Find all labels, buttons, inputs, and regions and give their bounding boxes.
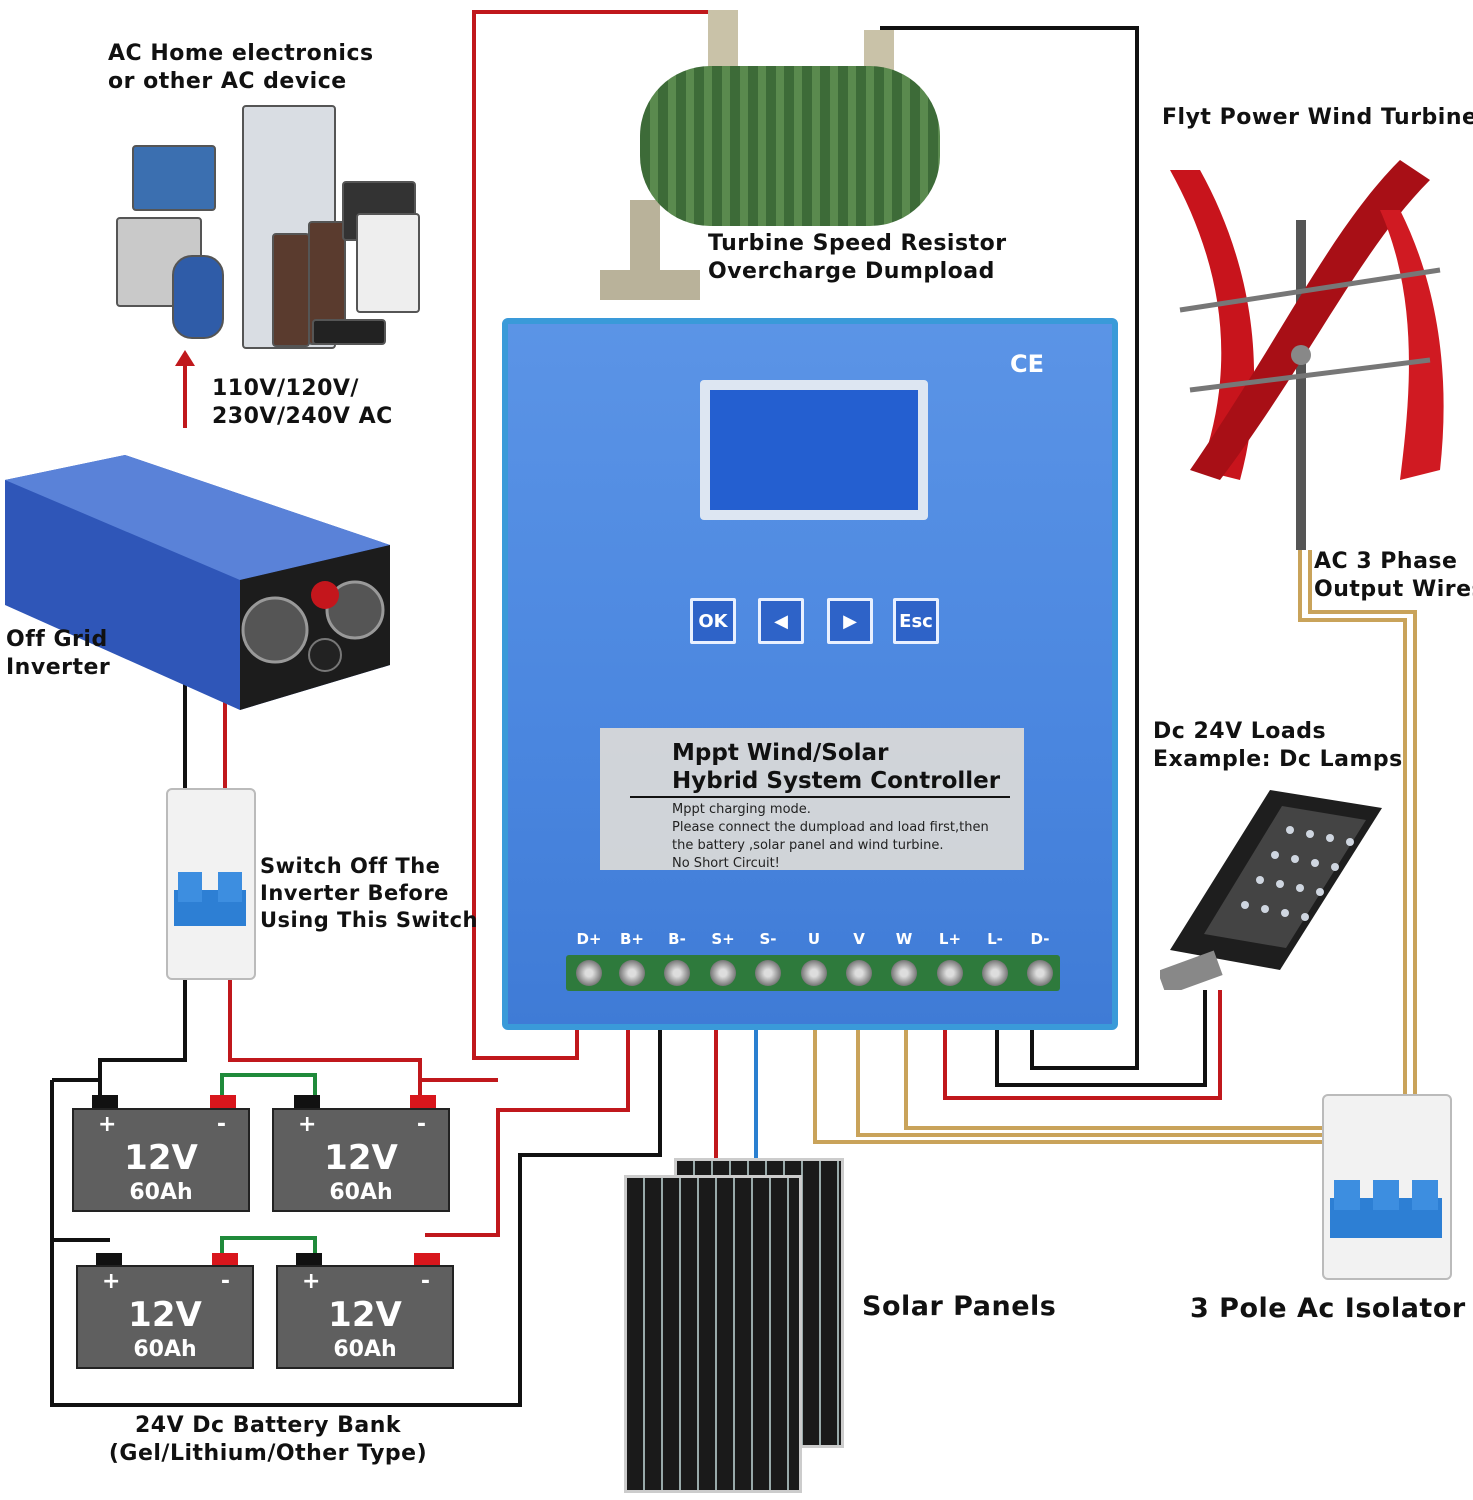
terminal-label-load-neg: L- — [987, 930, 1003, 948]
breaker-toggle[interactable] — [218, 872, 242, 902]
battery-3: + - 12V 60Ah — [76, 1265, 254, 1369]
ac-devices-label: AC Home electronics or other AC device — [108, 41, 374, 94]
battery-capacity: 60Ah — [329, 1180, 393, 1205]
terminal-screw[interactable] — [1027, 960, 1053, 986]
battery-voltage: 12V — [328, 1295, 402, 1335]
resistor-terminal-left — [708, 10, 738, 70]
dump-load-label: Turbine Speed Resistor Overcharge Dumplo… — [708, 231, 1007, 284]
dump-load-resistor — [640, 66, 940, 226]
battery-2: + - 12V 60Ah — [272, 1108, 450, 1212]
vacuum-cleaner-icon — [172, 255, 224, 339]
speaker-icon — [272, 233, 310, 347]
dc-loads-label: Dc 24V Loads Example: Dc Lamps — [1153, 719, 1403, 772]
isolator-label: 3 Pole Ac Isolator — [1190, 1293, 1466, 1324]
terminal-screw[interactable] — [755, 960, 781, 986]
right-button[interactable]: ▶ — [827, 598, 873, 644]
battery-4: + - 12V 60Ah — [276, 1265, 454, 1369]
tv-icon — [132, 145, 216, 211]
terminal-label-dump-neg: D- — [1030, 930, 1050, 948]
terminal-knob-icon — [311, 581, 339, 609]
terminal-label-v: V — [853, 930, 865, 948]
isolator-toggle[interactable] — [1373, 1180, 1399, 1210]
plate-note: Please connect the dumpload and load fir… — [672, 820, 989, 835]
solar-panel — [624, 1175, 802, 1493]
battery-bank-label: 24V Dc Battery Bank (Gel/Lithium/Other T… — [108, 1413, 428, 1466]
terminal-screw[interactable] — [891, 960, 917, 986]
power-switch-icon — [308, 638, 342, 672]
terminal-label-dump-pos: D+ — [576, 930, 602, 948]
battery-voltage: 12V — [124, 1138, 198, 1178]
three-pole-isolator[interactable] — [1322, 1094, 1452, 1280]
terminal-label-w: W — [895, 930, 913, 948]
wind-turbine-label: Flyt Power Wind Turbine — [1162, 105, 1473, 130]
terminal-screw[interactable] — [664, 960, 690, 986]
plate-note: Mppt charging mode. — [672, 802, 811, 817]
terminal-screw[interactable] — [619, 960, 645, 986]
off-grid-inverter — [5, 455, 390, 710]
controller-label-plate — [600, 728, 1024, 870]
terminal-screw[interactable] — [801, 960, 827, 986]
esc-button[interactable]: Esc — [893, 598, 939, 644]
dc-breaker-switch[interactable] — [166, 788, 256, 980]
solar-panels-label: Solar Panels — [862, 1291, 1057, 1322]
terminal-screw[interactable] — [982, 960, 1008, 986]
inverter-label: Off Grid Inverter — [6, 627, 111, 680]
plate-divider — [630, 796, 1010, 798]
battery-capacity: 60Ah — [333, 1337, 397, 1362]
vertical-wind-turbine — [1170, 160, 1444, 550]
ce-mark: CE — [1010, 350, 1045, 378]
terminal-label-battery-neg: B- — [668, 930, 686, 948]
ok-button[interactable]: OK — [690, 598, 736, 644]
dc-street-lamp — [1160, 790, 1382, 990]
dvd-player-icon — [312, 319, 386, 345]
cooling-fan-icon — [325, 580, 385, 640]
cooling-fan-icon — [241, 596, 309, 664]
switch-note-label: Switch Off The Inverter Before Using Thi… — [260, 854, 478, 932]
ac-appliances-image — [112, 105, 422, 365]
terminal-label-u: U — [807, 930, 821, 948]
breaker-toggle[interactable] — [178, 872, 202, 902]
isolator-toggle[interactable] — [1334, 1180, 1360, 1210]
ac-wires-label: AC 3 Phase Output Wires — [1314, 549, 1473, 602]
battery-capacity: 60Ah — [129, 1180, 193, 1205]
washing-machine-icon — [356, 213, 420, 313]
terminal-screw[interactable] — [937, 960, 963, 986]
plate-note: No Short Circuit! — [672, 856, 780, 871]
terminal-screw[interactable] — [846, 960, 872, 986]
controller-title: Mppt Wind/Solar — [672, 740, 889, 766]
terminal-screw[interactable] — [710, 960, 736, 986]
left-button[interactable]: ◀ — [758, 598, 804, 644]
battery-capacity: 60Ah — [133, 1337, 197, 1362]
terminal-screw[interactable] — [576, 960, 602, 986]
terminal-label-battery-pos: B+ — [619, 930, 644, 948]
ac-voltage-label: 110V/120V/ 230V/240V AC — [212, 376, 393, 429]
plate-note: the battery ,solar panel and wind turbin… — [672, 838, 944, 853]
controller-subtitle: Hybrid System Controller — [672, 768, 1001, 794]
battery-voltage: 12V — [324, 1138, 398, 1178]
terminal-label-solar-pos: S+ — [711, 930, 735, 948]
isolator-toggle[interactable] — [1412, 1180, 1438, 1210]
lcd-screen — [710, 390, 918, 510]
terminal-label-load-pos: L+ — [938, 930, 962, 948]
battery-voltage: 12V — [128, 1295, 202, 1335]
battery-1: + - 12V 60Ah — [72, 1108, 250, 1212]
terminal-label-solar-neg: S- — [759, 930, 777, 948]
